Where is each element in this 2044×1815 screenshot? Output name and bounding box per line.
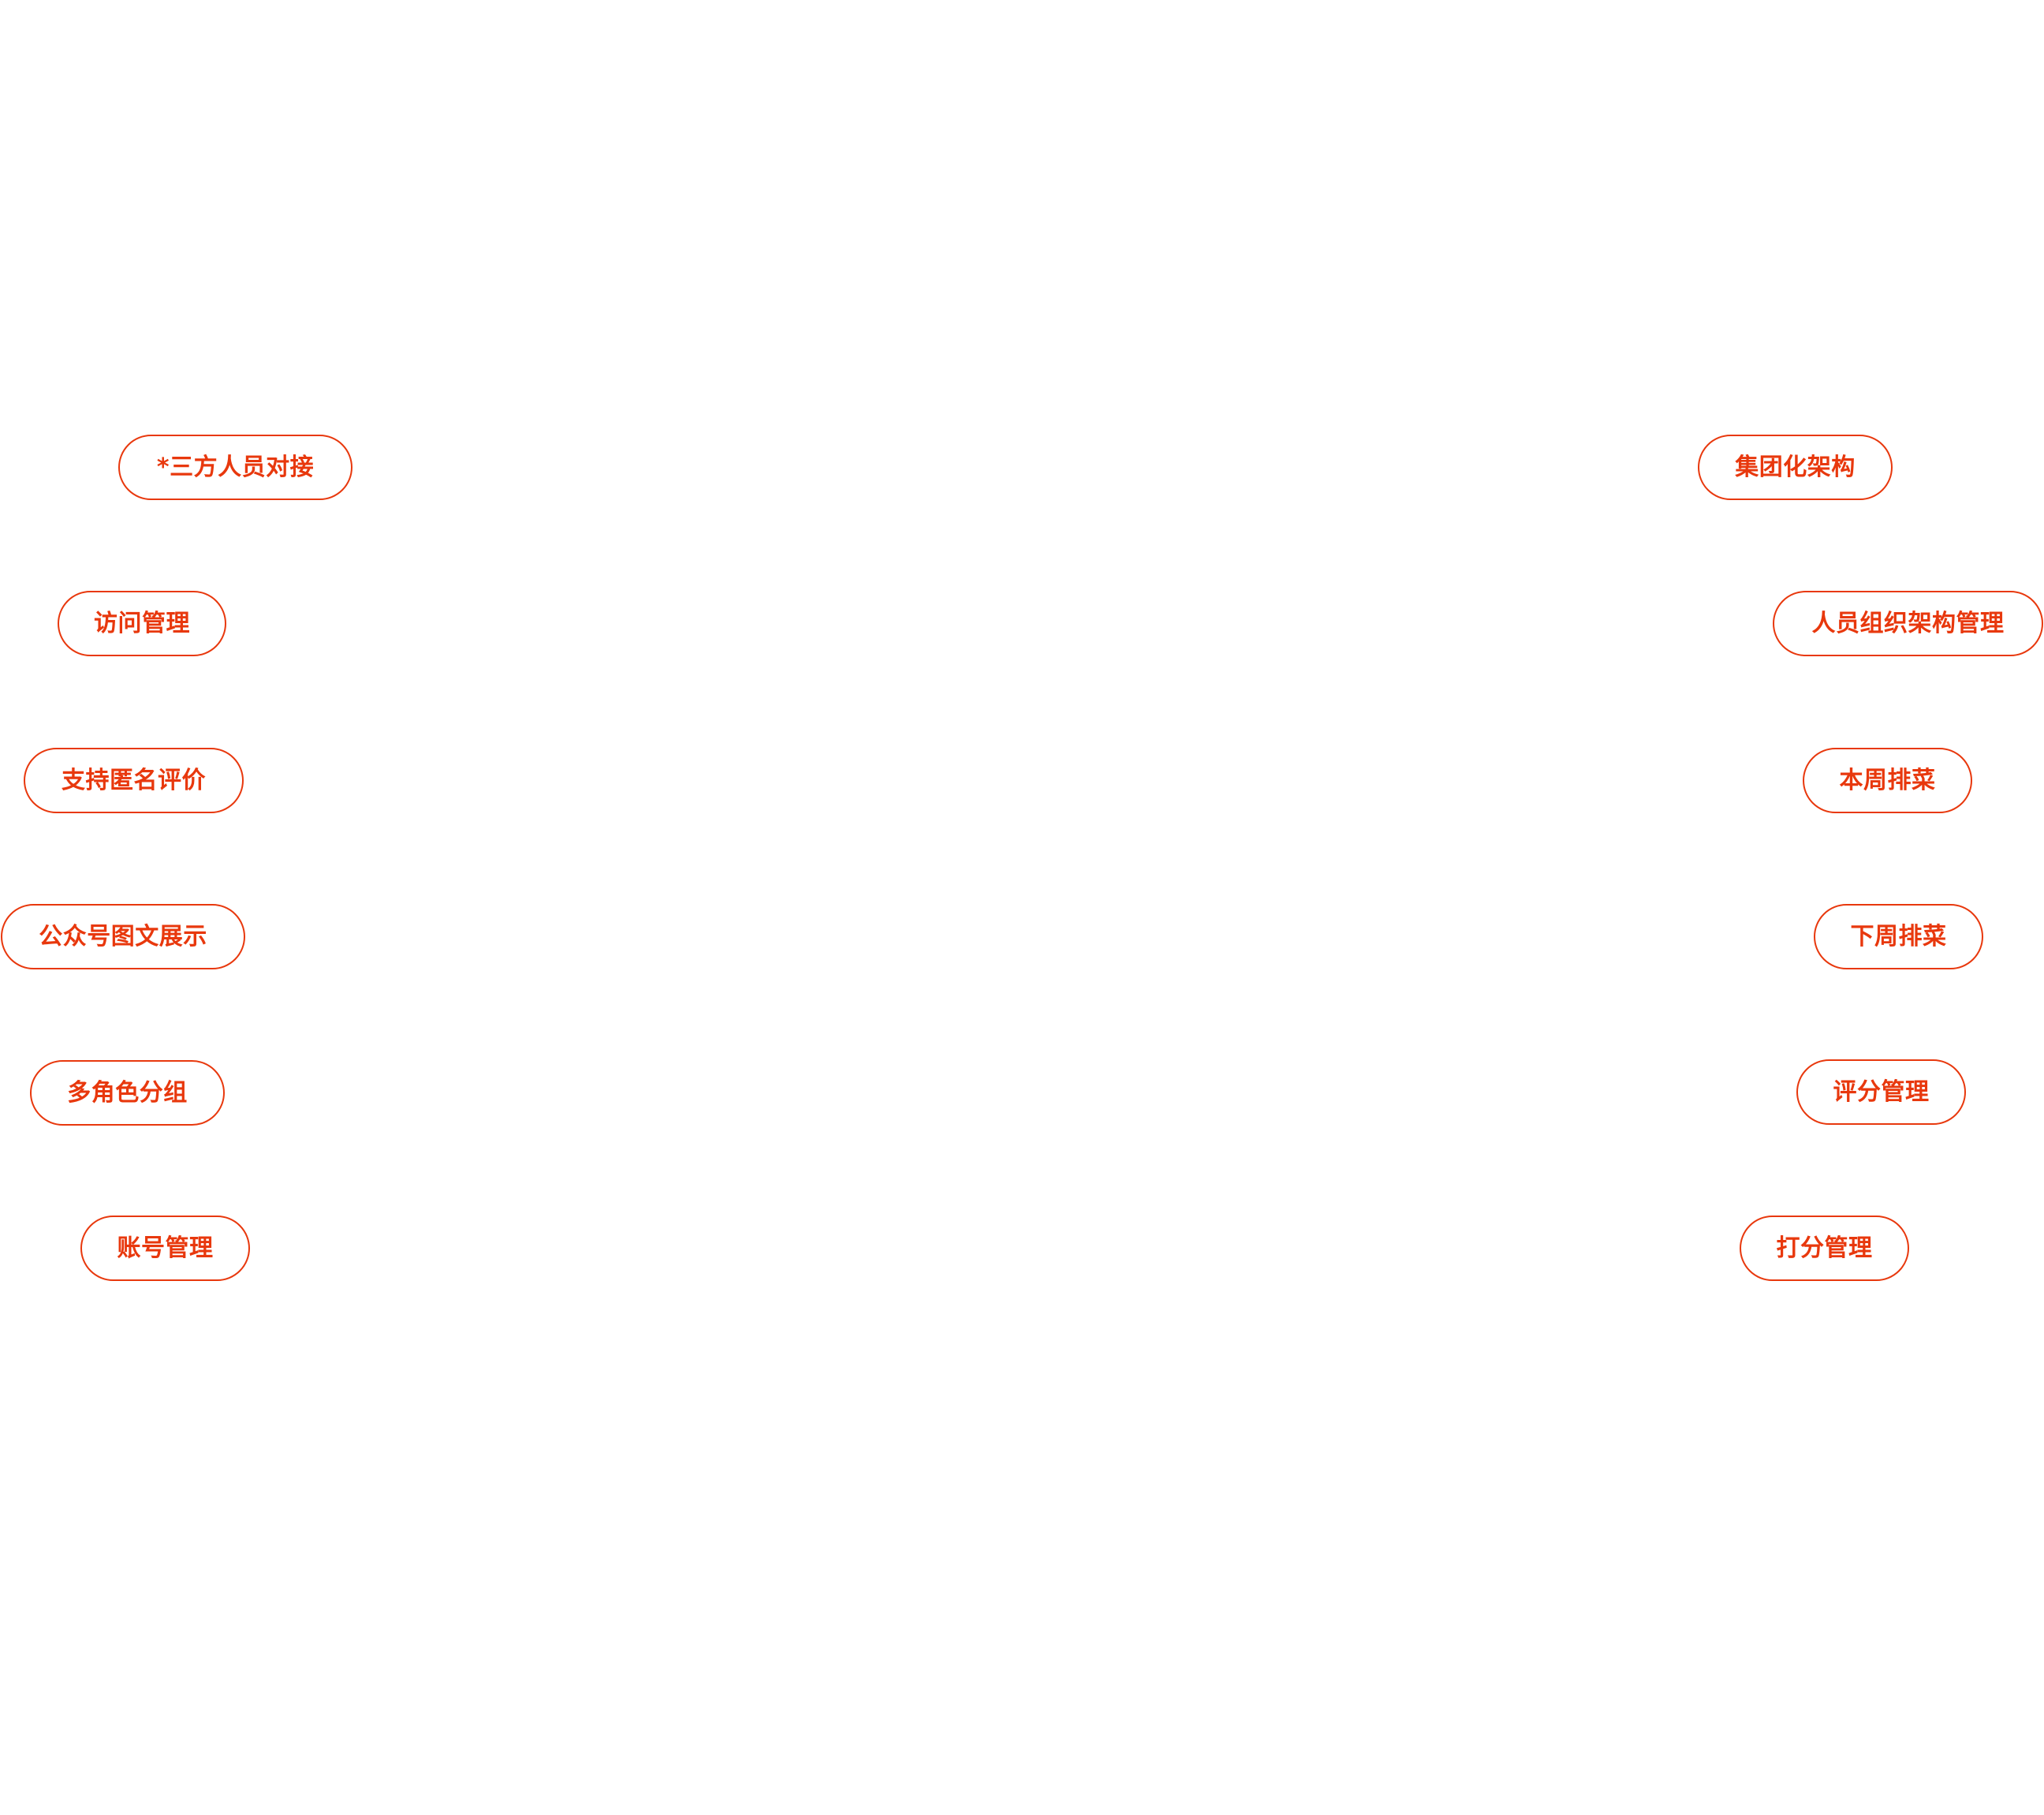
feature-pill-official-account-display[interactable]: 公众号图文展示 bbox=[1, 904, 245, 969]
feature-pill-account-management[interactable]: 账号管理 bbox=[80, 1216, 250, 1281]
feature-pill-label: 评分管理 bbox=[1833, 1077, 1930, 1106]
feature-pill-org-structure-management[interactable]: 人员组织架构管理 bbox=[1773, 591, 2043, 656]
feature-pill-access-management[interactable]: 访问管理 bbox=[58, 591, 226, 656]
feature-pill-label: 公众号图文展示 bbox=[39, 922, 207, 950]
feature-pill-label: 多角色分组 bbox=[67, 1078, 188, 1107]
feature-pill-label: 支持匿名评价 bbox=[62, 766, 206, 794]
feature-pill-rating-management[interactable]: 评分管理 bbox=[1796, 1059, 1966, 1125]
feature-pill-third-party-personnel[interactable]: *三方人员对接 bbox=[118, 435, 352, 500]
feature-pill-label: 打分管理 bbox=[1776, 1234, 1873, 1262]
feature-pill-label: 账号管理 bbox=[117, 1234, 214, 1262]
feature-pill-label: 集团化架构 bbox=[1735, 453, 1856, 481]
feature-pill-anonymous-review[interactable]: 支持匿名评价 bbox=[24, 748, 244, 813]
feature-pill-label: 下周排菜 bbox=[1850, 922, 1947, 950]
feature-pill-label: 本周排菜 bbox=[1839, 766, 1936, 794]
feature-pill-next-week-menu[interactable]: 下周排菜 bbox=[1814, 904, 1983, 969]
feature-pill-group-architecture[interactable]: 集团化架构 bbox=[1698, 435, 1893, 500]
feature-pill-multi-role-grouping[interactable]: 多角色分组 bbox=[30, 1060, 225, 1126]
feature-pill-label: 访问管理 bbox=[94, 609, 190, 637]
feature-pill-label: 人员组织架构管理 bbox=[1811, 609, 2005, 637]
feature-pill-scoring-management[interactable]: 打分管理 bbox=[1740, 1216, 1909, 1281]
feature-pill-this-week-menu[interactable]: 本周排菜 bbox=[1803, 748, 1972, 813]
feature-pill-label: *三方人员对接 bbox=[156, 453, 315, 481]
